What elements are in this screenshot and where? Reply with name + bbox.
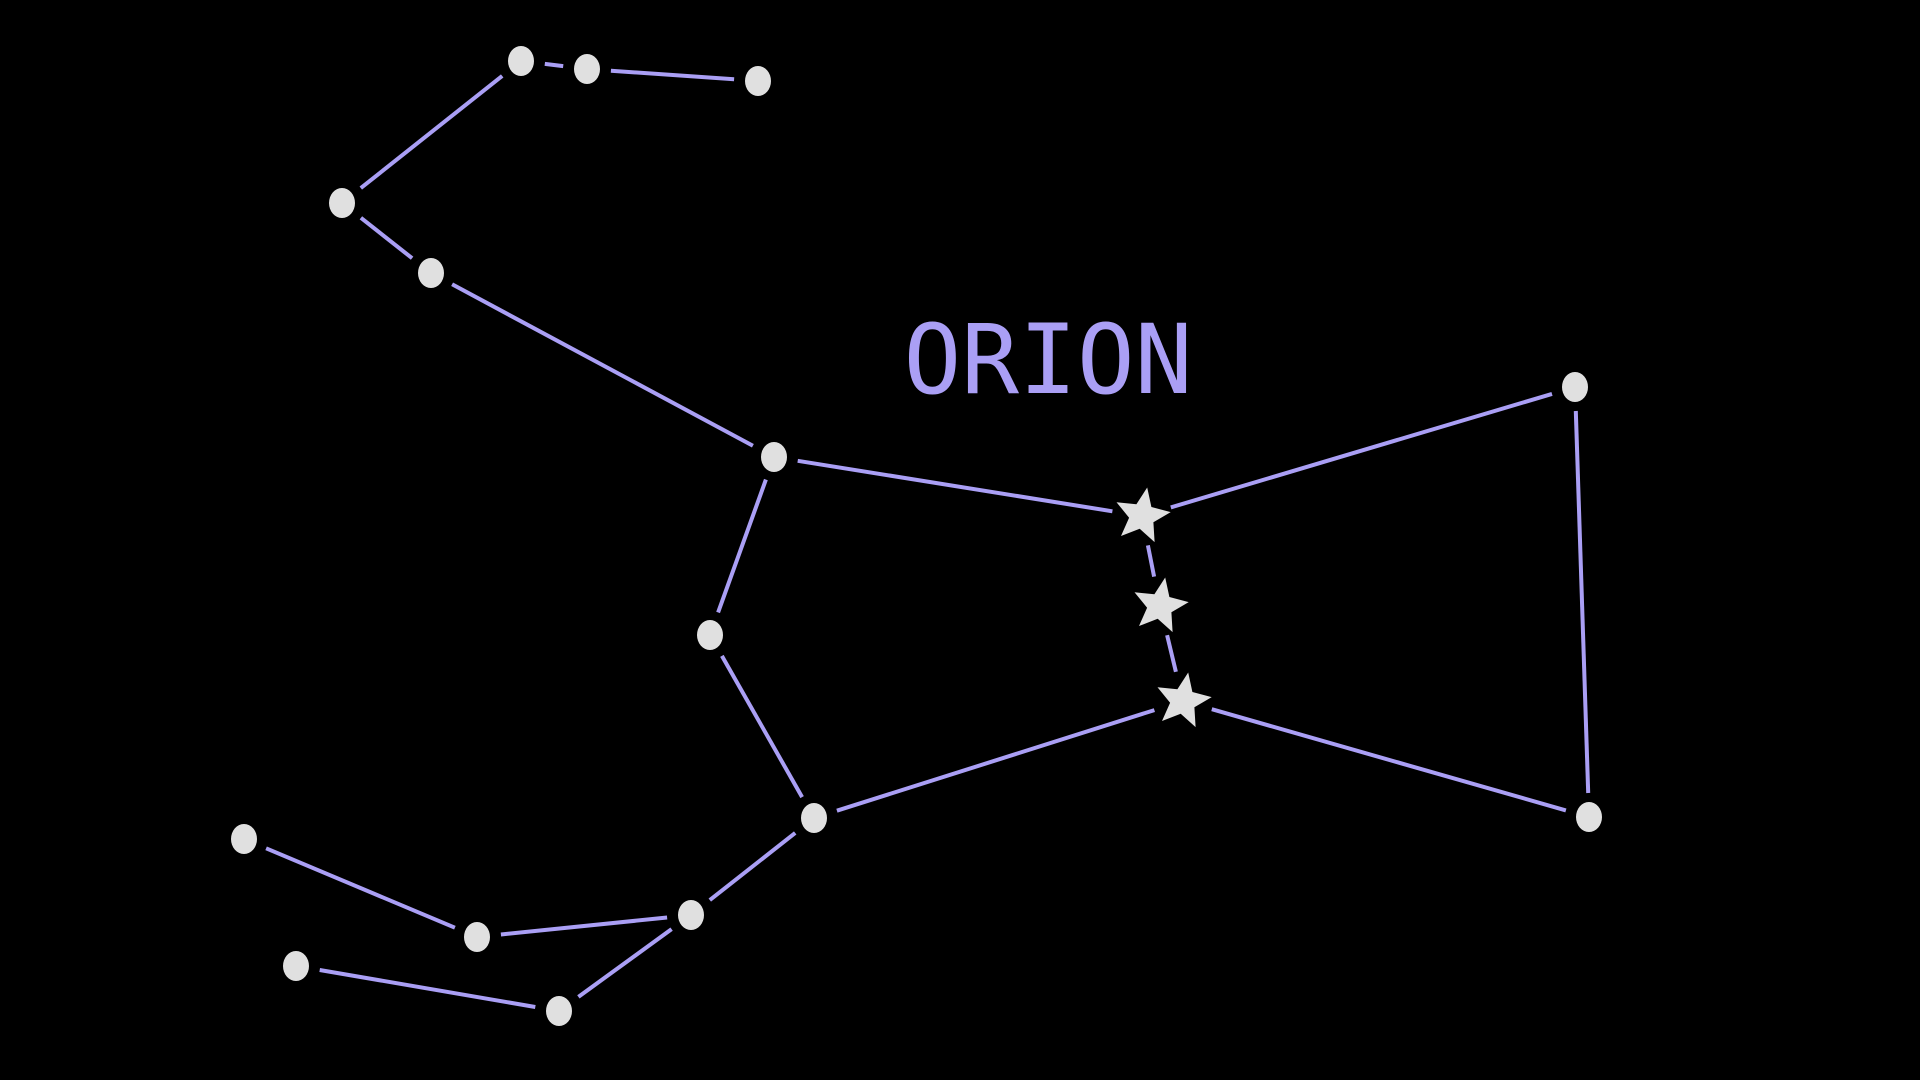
belt-star-icon-belt-2	[1134, 577, 1189, 633]
constellation-stars	[231, 46, 1602, 1026]
constellation-line-arm-elbow-to-shoulder-left	[451, 282, 754, 448]
constellation-line-leg-joint-to-leg-lower	[577, 927, 673, 999]
star-dot-head-3	[745, 66, 771, 96]
constellation-title: ORION	[904, 304, 1193, 416]
constellation-line-side-mid-to-hip-left	[720, 654, 804, 799]
star-dot-side-mid	[697, 620, 723, 650]
constellation-line-leg-lower-to-foot-left-2	[319, 968, 536, 1009]
constellation-line-belt-3-to-foot-right	[1211, 707, 1567, 813]
star-dot-foot-left-2	[283, 951, 309, 981]
constellation-line-head-1-to-arm-upper	[359, 74, 504, 190]
constellation-line-leg-knee-to-foot-left-1	[265, 846, 456, 930]
star-dot-head-1	[508, 46, 534, 76]
star-dot-shoulder-left	[761, 442, 787, 472]
constellation-line-belt-1-to-shoulder-right	[1170, 391, 1553, 510]
constellation-line-shoulder-right-to-foot-right	[1573, 410, 1591, 794]
constellation-line-head-2-to-head-3	[610, 68, 735, 82]
constellation-line-belt-1-to-belt-2	[1145, 545, 1157, 577]
star-dot-leg-knee	[464, 922, 490, 952]
star-dot-foot-right	[1576, 802, 1602, 832]
constellation-lines	[265, 61, 1591, 1009]
star-dot-head-2	[574, 54, 600, 84]
constellation-line-leg-joint-to-leg-knee	[500, 915, 668, 937]
star-dot-arm-elbow	[418, 258, 444, 288]
star-dot-shoulder-right	[1562, 372, 1588, 402]
star-dot-hip-left	[801, 803, 827, 833]
belt-star-icon-belt-3	[1157, 672, 1212, 728]
star-dot-leg-joint	[678, 900, 704, 930]
constellation-line-shoulder-left-to-belt-1	[797, 458, 1113, 514]
belt-star-icon-belt-1	[1116, 487, 1171, 543]
star-dot-leg-lower	[546, 996, 572, 1026]
constellation-line-shoulder-left-to-side-mid	[716, 478, 768, 614]
star-dot-arm-upper	[329, 188, 355, 218]
constellation-line-head-1-to-head-2	[544, 61, 564, 69]
constellation-line-hip-left-to-leg-joint	[708, 831, 797, 902]
constellation-line-arm-upper-to-arm-elbow	[359, 216, 414, 260]
constellation-line-belt-2-to-belt-3	[1165, 634, 1178, 673]
star-dot-foot-left-1	[231, 824, 257, 854]
constellation-line-hip-left-to-belt-3	[836, 708, 1156, 813]
